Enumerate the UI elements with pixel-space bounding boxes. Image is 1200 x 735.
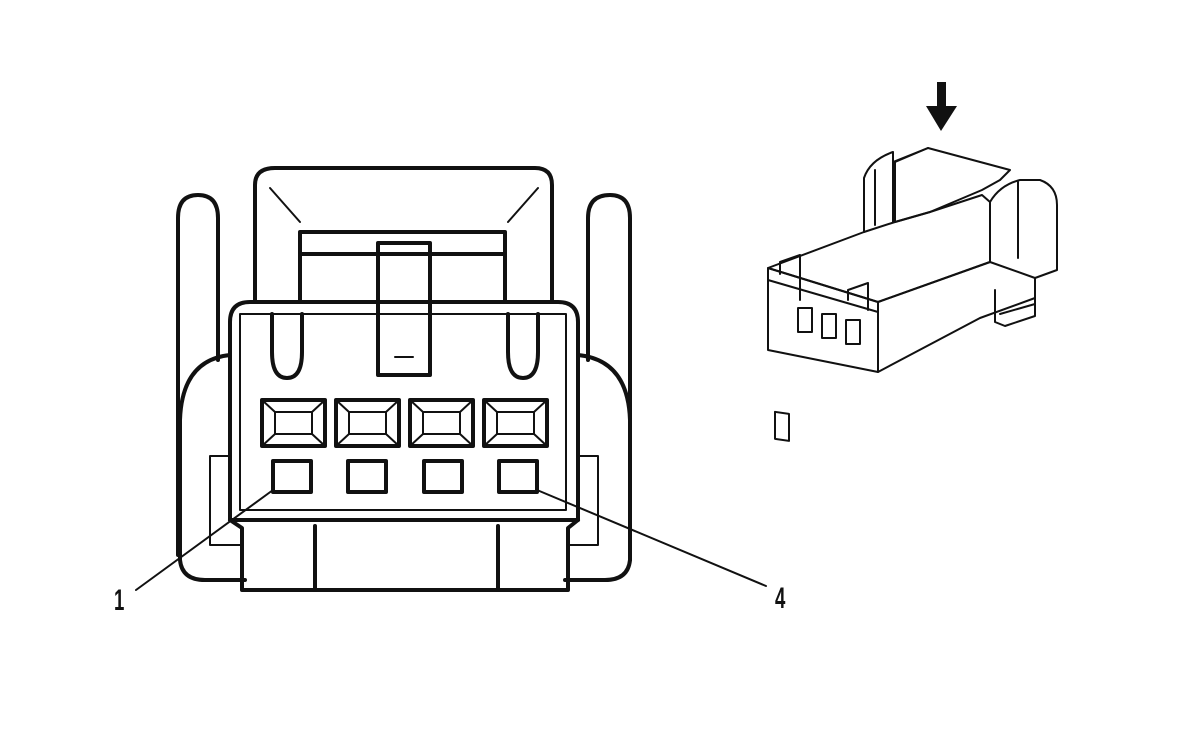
terminal-lock-1 <box>260 398 327 448</box>
leader-line-pin-4 <box>536 489 767 587</box>
iso-top-block <box>892 147 1011 223</box>
terminal-locks <box>260 398 549 448</box>
leader-line-pin-1 <box>135 489 274 591</box>
pin-cavity-1 <box>271 459 313 494</box>
iso-housing-top <box>767 194 991 303</box>
connector-iso-view <box>767 82 1058 442</box>
pin-cavities <box>271 459 539 494</box>
main-body <box>228 300 580 522</box>
left-notch <box>209 455 243 546</box>
main-body-inner <box>239 313 567 511</box>
iso-right-wing <box>989 179 1058 279</box>
terminal-lock-2 <box>334 398 401 448</box>
iso-side-face <box>877 261 1036 373</box>
pin-label-4: 4 <box>775 582 786 615</box>
iso-cavity-4 <box>845 319 861 345</box>
pin-cavity-2 <box>346 459 388 494</box>
hood-corner-left <box>269 187 301 223</box>
iso-left-rib <box>863 151 894 233</box>
iso-bottom-clip <box>994 289 1036 327</box>
terminal-lock-3 <box>408 398 475 448</box>
right-latch-arm <box>586 193 632 562</box>
top-hood <box>253 166 554 302</box>
iso-latch-ridge-right <box>847 282 869 311</box>
iso-cavity-1 <box>774 410 790 442</box>
pin-label-1: 1 <box>114 584 125 617</box>
lock-tab <box>376 241 432 377</box>
right-post <box>506 312 540 380</box>
left-post <box>270 312 304 380</box>
right-wing <box>563 353 632 582</box>
arrow-down-icon <box>926 82 957 131</box>
connector-face <box>135 166 767 592</box>
left-latch-arm <box>176 193 220 557</box>
terminal-lock-4 <box>482 398 549 448</box>
iso-latch-ridge-left <box>779 254 801 301</box>
right-notch <box>567 455 599 546</box>
pin-cavity-4 <box>497 459 539 494</box>
left-wing <box>178 353 247 582</box>
hood-corner-right <box>507 187 539 223</box>
iso-cavity-3 <box>821 313 837 339</box>
pin-cavity-3 <box>422 459 464 494</box>
bottom-skirt <box>228 518 580 592</box>
iso-cavity-2 <box>797 307 813 333</box>
lock-bar-lower <box>298 252 507 304</box>
